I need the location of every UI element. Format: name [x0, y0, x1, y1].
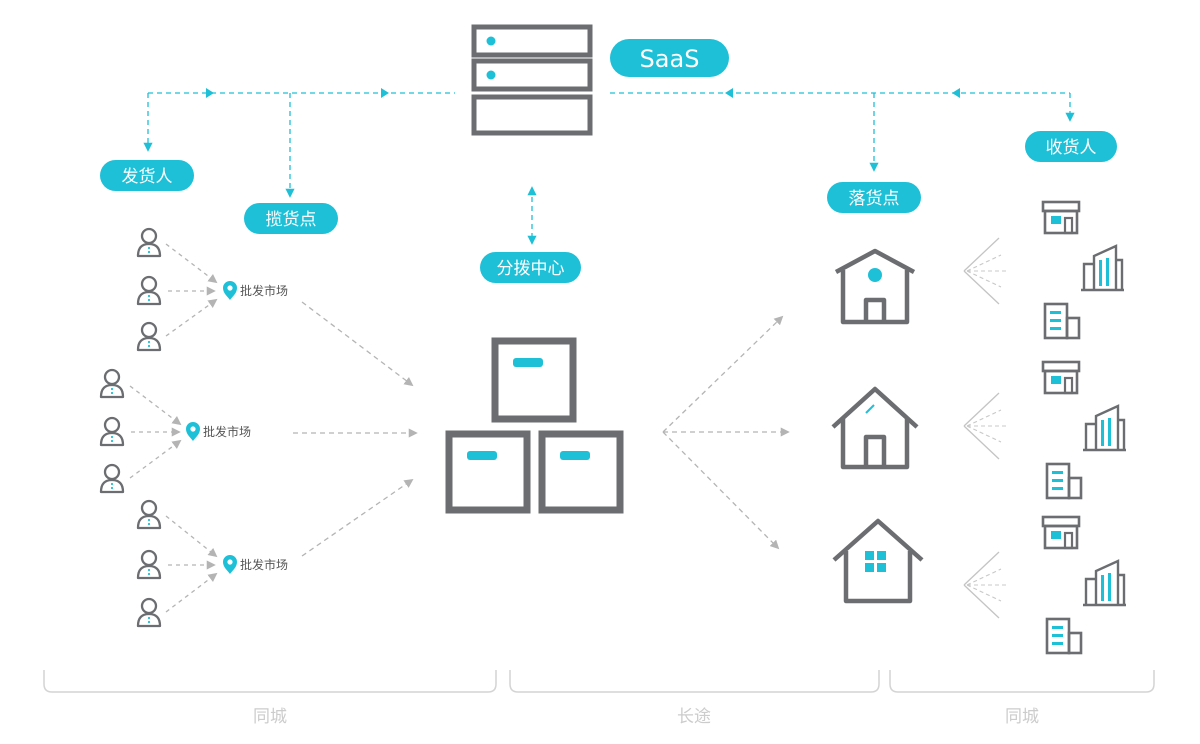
section-label-local: 同城: [1005, 707, 1039, 727]
person-icon: [99, 463, 125, 494]
building-icon: [1081, 559, 1128, 607]
consignee-group-2: [1041, 360, 1128, 500]
wholesale-market-1: 批发市场: [223, 281, 288, 300]
building-icon: [1081, 404, 1128, 452]
shop-icon: [1041, 200, 1081, 235]
saas-badge: SaaS: [610, 39, 729, 77]
market-label: 批发市场: [240, 557, 288, 572]
wholesale-market-2: 批发市场: [186, 422, 251, 441]
person-icon: [99, 368, 125, 399]
consignee-group-3: [1041, 515, 1128, 655]
delivery-house-1: [834, 248, 916, 325]
section-label-long-haul: 长途: [677, 707, 711, 727]
delivery-house-3: [832, 518, 924, 604]
distribution-center-label: 分拨中心: [497, 259, 565, 279]
location-pin-icon: [223, 281, 237, 300]
person-icon: [99, 416, 125, 447]
office-icon: [1043, 302, 1081, 340]
building-icon: [1079, 244, 1126, 292]
delivery-point-badge: 落货点: [827, 182, 921, 213]
shipper-label: 发货人: [122, 167, 173, 187]
person-icon: [136, 227, 162, 258]
distribution-fan: [963, 551, 1008, 619]
pickup-point-badge: 揽货点: [244, 203, 338, 234]
distribution-center-icon: [445, 337, 624, 514]
person-icon: [136, 321, 162, 352]
person-icon: [136, 549, 162, 580]
shipper-group-2: [99, 368, 125, 494]
pickup-point-label: 揽货点: [266, 210, 317, 230]
section-brackets: [43, 670, 1155, 693]
distribution-fan: [963, 237, 1008, 305]
distribution-fan: [963, 392, 1008, 460]
market-label: 批发市场: [240, 283, 288, 298]
shipper-badge: 发货人: [100, 160, 194, 191]
data-flow-arrowheads: [206, 88, 960, 98]
location-pin-icon: [186, 422, 200, 441]
office-icon: [1045, 462, 1083, 500]
market-to-center-lines: [293, 301, 418, 557]
delivery-point-label: 落货点: [849, 189, 900, 209]
location-pin-icon: [223, 555, 237, 574]
server-icon: [471, 24, 593, 136]
shipper-group-3: [136, 499, 162, 628]
distribution-center-badge: 分拨中心: [480, 252, 581, 283]
saas-label: SaaS: [640, 45, 700, 73]
section-label-local: 同城: [253, 707, 287, 727]
consignee-badge: 收货人: [1025, 131, 1117, 162]
shipper-group-1: [136, 227, 162, 352]
person-to-market-lines: [129, 243, 218, 613]
data-flow-lines: [143, 92, 1075, 245]
delivery-house-2: [831, 386, 919, 470]
person-icon: [136, 499, 162, 530]
shop-icon: [1041, 360, 1081, 395]
person-icon: [136, 275, 162, 306]
wholesale-market-3: 批发市场: [223, 555, 288, 574]
shop-icon: [1041, 515, 1081, 550]
office-icon: [1045, 617, 1083, 655]
market-label: 批发市场: [203, 424, 251, 439]
person-icon: [136, 597, 162, 628]
consignee-group-1: [1041, 200, 1126, 340]
center-to-delivery-lines: [662, 315, 790, 550]
consignee-label: 收货人: [1046, 138, 1097, 158]
